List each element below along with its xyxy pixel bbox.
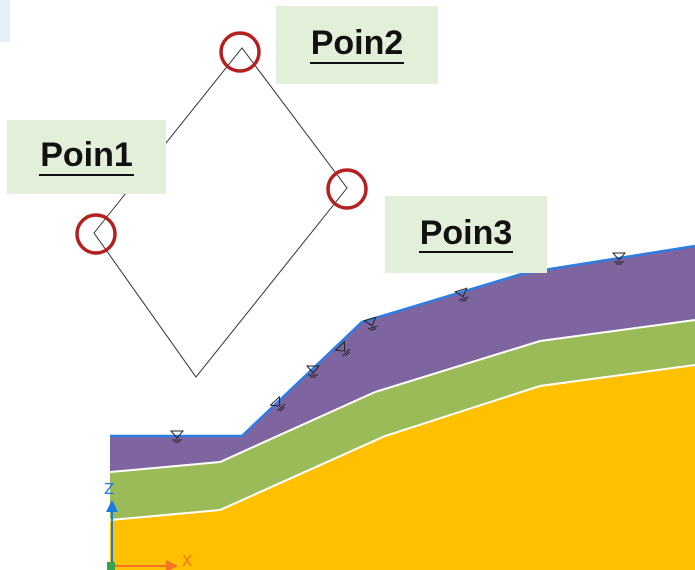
bottom-soil-layer (110, 365, 695, 570)
point1-label: Poin1 (7, 120, 166, 194)
point1-marker-circle[interactable] (75, 213, 117, 255)
layer-boundary-lower (109, 364, 695, 521)
point3-label-text: Poin3 (418, 213, 514, 254)
top-soil-layer (110, 246, 695, 472)
water-marker-icon (269, 395, 286, 412)
water-marker-icon (363, 316, 378, 331)
layer-boundary-upper (109, 319, 695, 473)
water-table-line[interactable] (110, 244, 695, 438)
point2-label: Poin2 (276, 6, 438, 84)
axis-indicator: Z X (104, 480, 192, 570)
point3-label: Poin3 (385, 196, 547, 273)
point3-marker-circle[interactable] (326, 168, 368, 210)
water-marker-icon (169, 430, 185, 443)
water-marker-icon (305, 365, 321, 378)
axis-z-label: Z (104, 480, 114, 498)
point1-label-text: Poin1 (39, 136, 134, 176)
middle-soil-layer (110, 320, 695, 520)
point2-label-text: Poin2 (309, 24, 405, 64)
axis-x-label: X (182, 552, 192, 570)
point2-marker-circle[interactable] (219, 31, 261, 73)
water-marker-icon (334, 340, 351, 357)
window-corner-tab (0, 0, 10, 42)
water-marker-icon (611, 252, 627, 265)
water-marker-icon (454, 287, 469, 302)
slip-surface-polygon[interactable] (93, 47, 348, 378)
